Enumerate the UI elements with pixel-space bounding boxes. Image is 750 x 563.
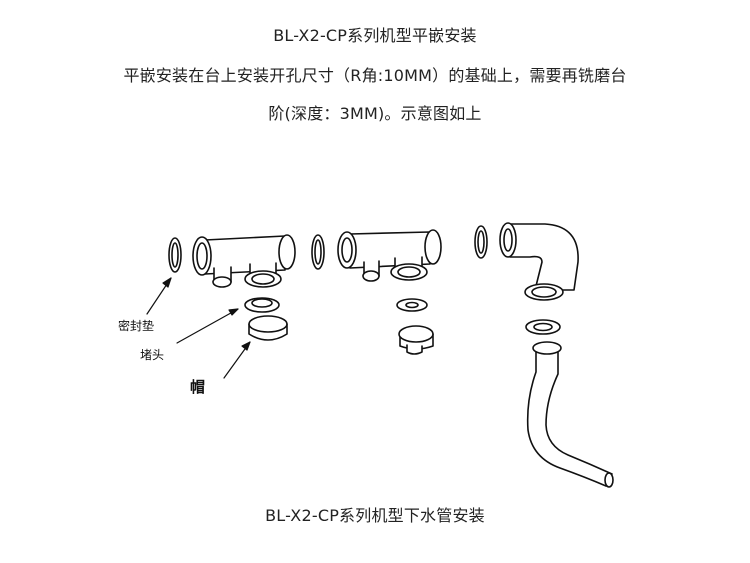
- page-title: BL-X2-CP系列机型平嵌安装: [273, 26, 477, 45]
- cap-left: [248, 315, 288, 341]
- washer-right: [525, 319, 561, 335]
- seal-ring-middle: [311, 234, 325, 270]
- diagram-caption: BL-X2-CP系列机型下水管安装: [265, 506, 485, 525]
- callout-arrows: [146, 277, 251, 379]
- plug-arrow: [176, 308, 239, 344]
- gasket-label: 密封垫: [118, 319, 155, 333]
- right-assembly: [474, 222, 614, 488]
- cap-label: 帽: [190, 378, 206, 396]
- washer-middle: [396, 298, 428, 312]
- tee-pipe-middle: [337, 229, 442, 282]
- description-line-2: 阶(深度：3MM)。示意图如上: [268, 104, 482, 123]
- elbow-pipe: [499, 222, 579, 301]
- seal-ring-left: [168, 237, 182, 273]
- left-assembly: [168, 234, 296, 341]
- middle-assembly: [311, 229, 442, 355]
- plug-label: 堵头: [140, 348, 165, 362]
- seal-ring-right: [474, 225, 488, 259]
- tee-pipe-left: [192, 234, 296, 288]
- description-line-1: 平嵌安装在台上安装开孔尺寸（R角:10MM）的基础上，需要再铣磨台: [123, 66, 627, 85]
- drain-hose: [526, 341, 614, 488]
- plug-left: [244, 297, 280, 313]
- cap-middle: [398, 325, 434, 355]
